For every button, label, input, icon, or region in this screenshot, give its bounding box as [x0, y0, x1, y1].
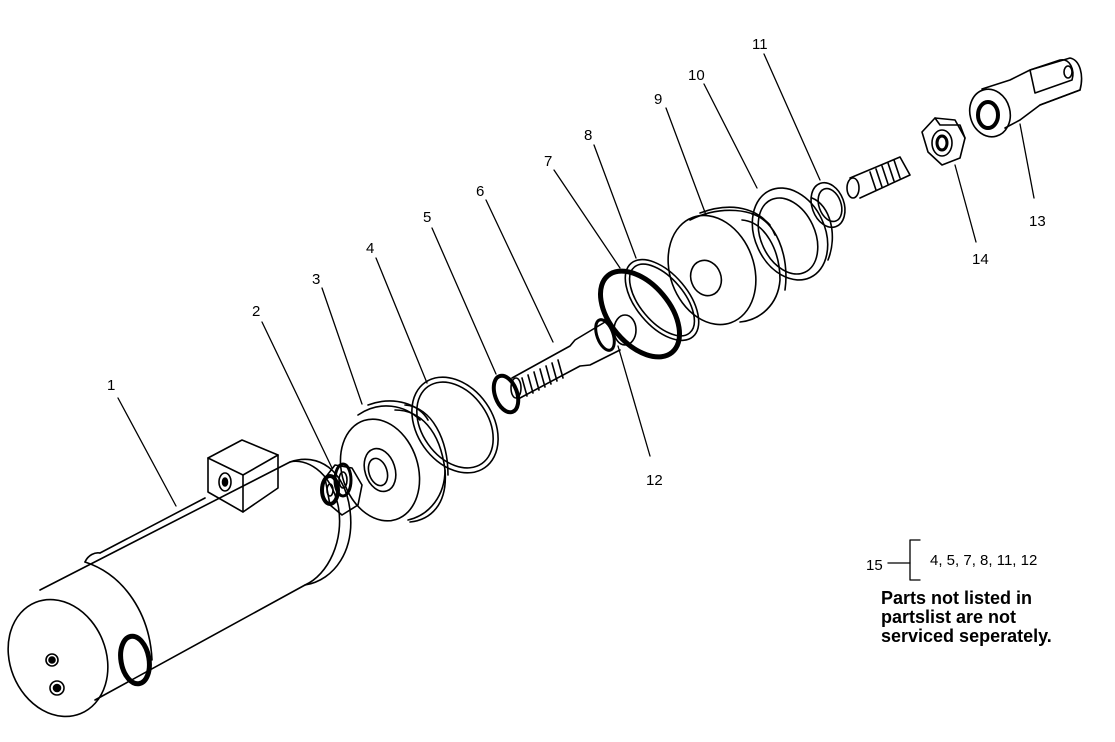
service-note-line-2: partslist are not	[881, 607, 1017, 627]
callout-12: 12	[646, 472, 663, 489]
callout-labels: 1 2 3 4 5 6 7 8 9 10 11 12 13 14 15 4, 5…	[107, 36, 1046, 574]
callout-5: 5	[423, 209, 431, 226]
part-11-wiper-ring	[810, 181, 846, 229]
service-note-line-1: Parts not listed in	[881, 588, 1033, 608]
callout-8: 8	[584, 127, 592, 144]
threaded-stud	[846, 156, 911, 199]
callout-13: 13	[1029, 213, 1046, 230]
part-8-backup-ring	[624, 258, 700, 342]
callout-15: 15	[866, 557, 883, 574]
part-13-clevis	[968, 57, 1083, 138]
part-10-ring	[751, 187, 834, 281]
part-9-piston	[667, 206, 787, 326]
service-note-line-3: serviced seperately.	[881, 626, 1052, 646]
service-note: Parts not listed in partslist are not se…	[881, 589, 1101, 646]
part-1-cylinder-body	[7, 439, 353, 718]
part-14-hex-nut	[921, 117, 966, 166]
callout-3: 3	[312, 271, 320, 288]
callout-10: 10	[688, 67, 705, 84]
callout-1: 1	[107, 377, 115, 394]
callout-4: 4	[366, 240, 374, 257]
callout-9: 9	[654, 91, 662, 108]
callout-14: 14	[972, 251, 989, 268]
kit-contents: 4, 5, 7, 8, 11, 12	[930, 552, 1037, 569]
callout-6: 6	[476, 183, 484, 200]
callout-11: 11	[752, 36, 768, 53]
part-5-o-ring	[491, 373, 521, 415]
part-4-ring	[411, 376, 499, 474]
callout-2: 2	[252, 303, 260, 320]
part-6-piston-rod	[510, 314, 637, 399]
part-2-nut	[320, 464, 363, 516]
callout-7: 7	[544, 153, 552, 170]
part-7-o-ring	[597, 268, 683, 360]
leader-lines	[117, 53, 1035, 581]
